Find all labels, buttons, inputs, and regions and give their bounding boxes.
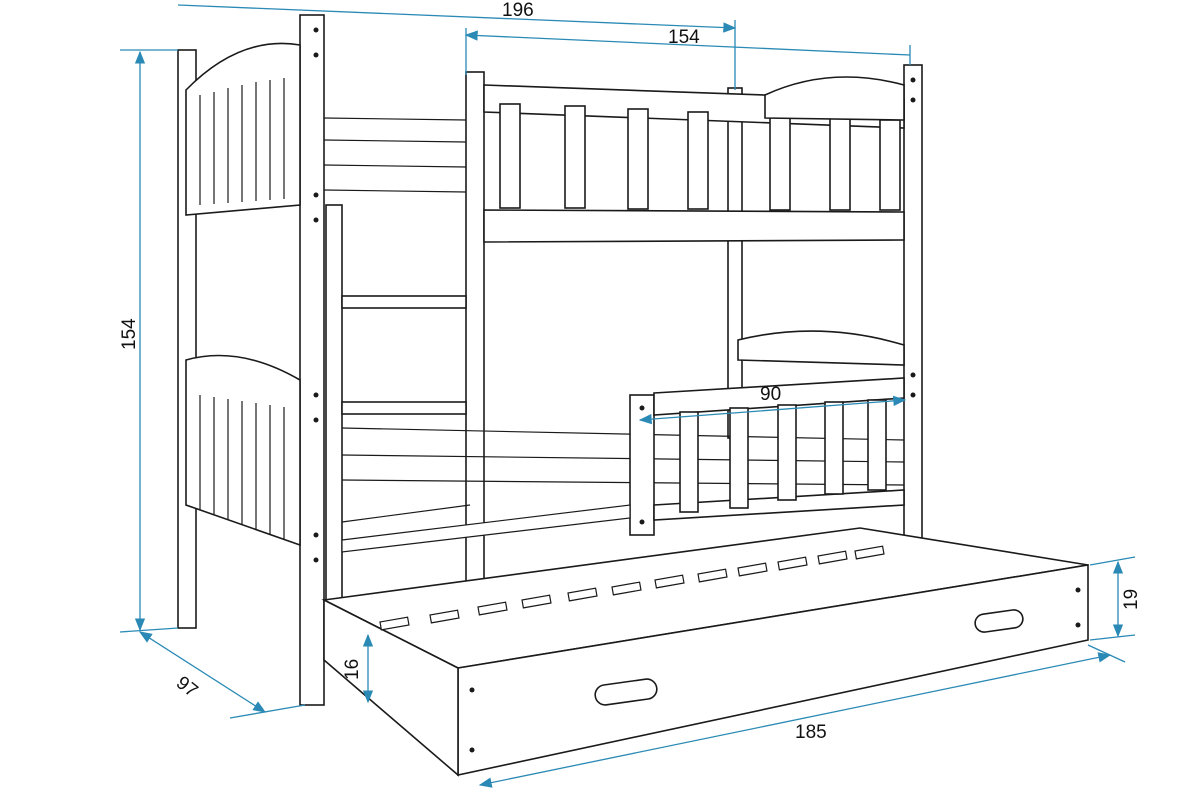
dim-inner-length: 154 bbox=[668, 27, 700, 48]
dim-drawer-length: 185 bbox=[795, 722, 827, 743]
dim-drawer-height: 19 bbox=[1121, 589, 1142, 610]
dim-depth: 97 bbox=[172, 672, 202, 702]
bolt-dots bbox=[313, 27, 1081, 753]
dim-height: 154 bbox=[119, 318, 140, 350]
dim-overall-length: 196 bbox=[502, 0, 534, 21]
dim-drawer-clearance: 16 bbox=[342, 659, 363, 680]
dim-guard-rail: 90 bbox=[760, 384, 781, 405]
dimension-lines bbox=[119, 4, 1136, 788]
